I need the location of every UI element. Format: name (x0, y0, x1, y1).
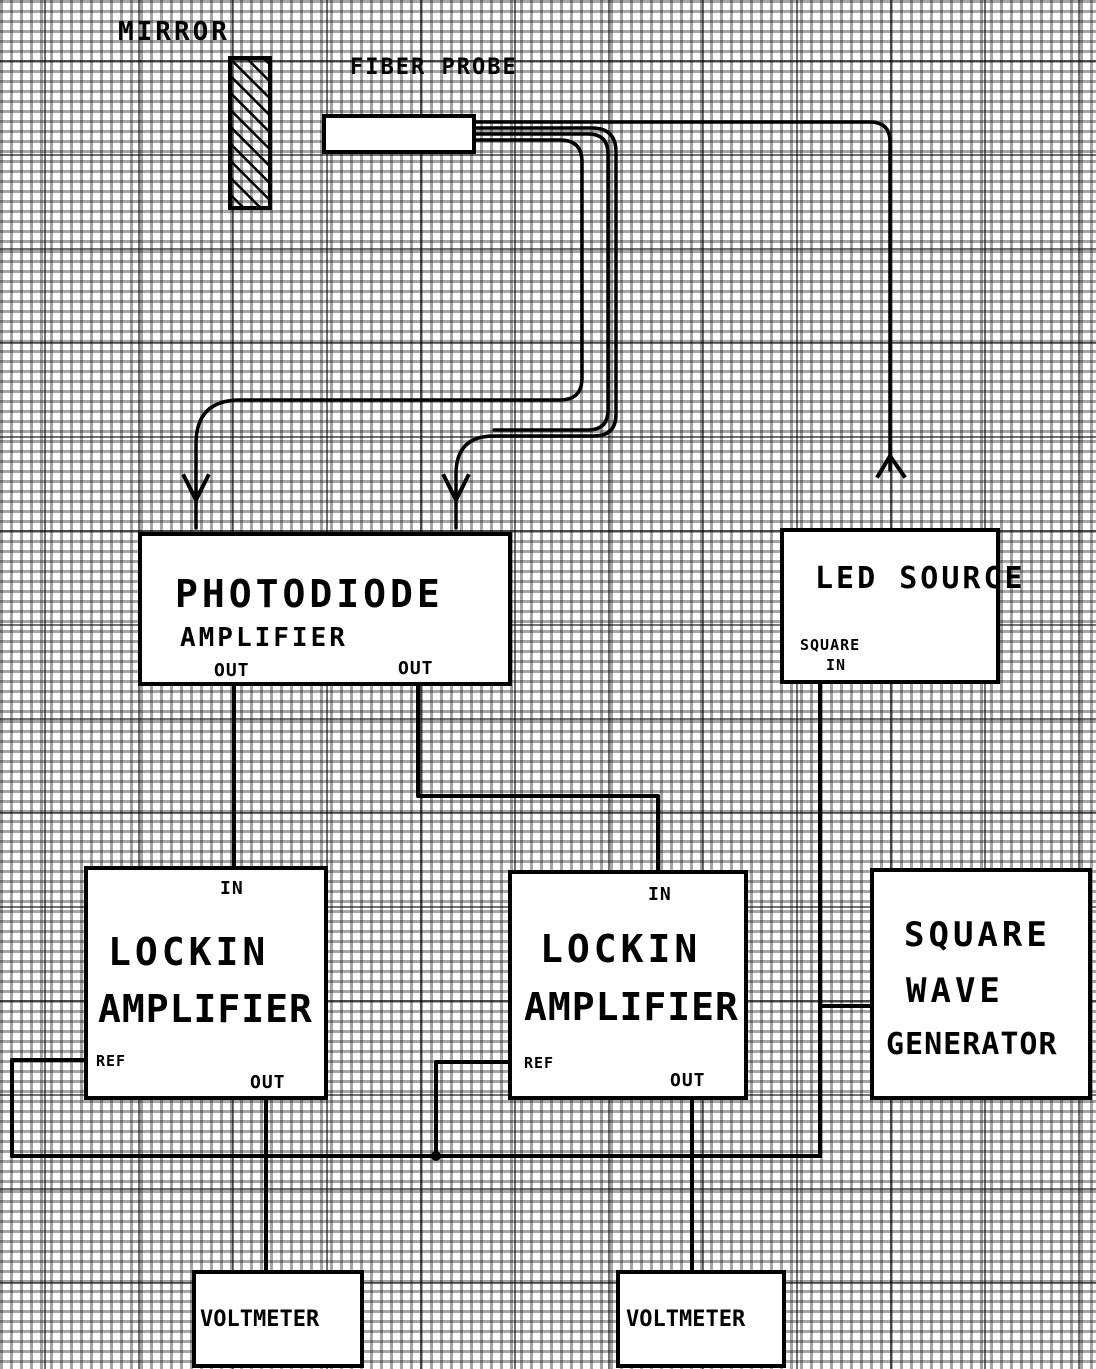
fiber-probe-label: FIBER PROBE (350, 55, 518, 80)
mirror-label: MIRROR (118, 17, 230, 47)
lockin2-ref-label: REF (524, 1054, 554, 1072)
photodiode-out-right-label: OUT (398, 658, 434, 679)
voltmeter1-label: VOLTMETER (200, 1307, 320, 1332)
junction-dot (431, 1151, 441, 1161)
sqwave-subtitle: WAVE (906, 971, 1004, 1011)
arrow-down-right-icon (441, 473, 471, 502)
lockin-amplifier-1-box (84, 866, 328, 1100)
fiber-probe (322, 114, 476, 154)
lockin2-title: LOCKIN (540, 927, 701, 971)
square-wave-generator-box (870, 868, 1092, 1100)
lockin1-out-label: OUT (250, 1072, 286, 1093)
lockin1-title: LOCKIN (108, 930, 269, 974)
voltmeter2-label: VOLTMETER (626, 1307, 746, 1332)
fiber-bundle (194, 120, 892, 530)
photodiode-out-left-label: OUT (214, 660, 250, 681)
lockin1-subtitle: AMPLIFIER (98, 987, 313, 1031)
lockin2-out-label: OUT (670, 1070, 706, 1091)
led-source-box (780, 528, 1000, 684)
led-square-label: SQUARE (800, 636, 860, 654)
photodiode-title: PHOTODIODE (175, 572, 444, 616)
lockin2-subtitle: AMPLIFIER (524, 985, 739, 1029)
led-in-label: IN (826, 656, 846, 674)
voltmeter-1-box (192, 1270, 364, 1368)
wire-pd-to-lockin2 (416, 682, 660, 874)
voltmeter-2-box (616, 1270, 786, 1368)
photodiode-amplifier-box (138, 532, 512, 686)
lockin-amplifier-2-box (508, 870, 748, 1100)
wire-ref-bus (10, 1058, 822, 1158)
photodiode-subtitle: AMPLIFIER (180, 623, 348, 653)
led-source-title: LED SOURCE (815, 561, 1026, 596)
sqwave-title: SQUARE (904, 915, 1051, 955)
lockin2-in-label: IN (648, 884, 672, 905)
arrow-down-left-icon (181, 473, 211, 502)
wire-ref-lockin2 (434, 1060, 512, 1158)
mirror (228, 56, 272, 210)
arrow-up-icon (875, 454, 907, 479)
lockin1-in-label: IN (220, 878, 244, 899)
sqwave-generator-label: GENERATOR (886, 1027, 1058, 1062)
lockin1-ref-label: REF (96, 1052, 126, 1070)
